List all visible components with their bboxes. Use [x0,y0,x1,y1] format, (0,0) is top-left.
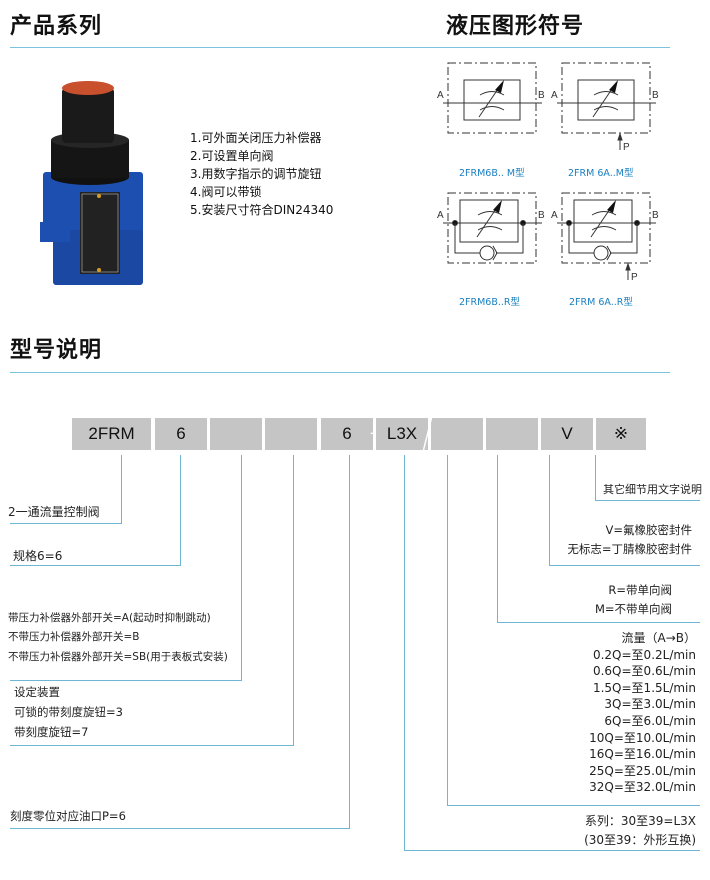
symbol-2frm6b-r [443,192,542,264]
feature-item: 5.安装尺寸符合DIN24340 [190,203,334,217]
feature-list: 1.可外面关闭压力补偿器 2.可设置单向阀 3.用数字指示的调节旋钮 4.阀可以… [190,129,333,219]
code-box-series: L3X [376,418,428,450]
note-setting: 可锁的带刻度旋钮=3 [14,705,123,719]
port-p-label: P [623,142,630,153]
note-type: 2一通流量控制阀 [8,505,100,519]
symbol-caption: 2FRM6B..R型 [459,297,521,308]
port-b-label: B [652,210,659,221]
note-check: M=不带单向阀 [594,602,672,616]
flow-option: 16Q=至16.0L/min [589,747,696,762]
code-separator: - [370,423,376,442]
note-series: 系列：30至39=L3X [584,814,696,828]
symbol-caption: 2FRM6B.. M型 [459,168,525,179]
note-switch: 不带压力补偿器外部开关=B [8,631,140,643]
note-setting: 带刻度旋钮=7 [14,725,89,739]
divider [10,47,670,48]
symbol-caption: 2FRM 6A..M型 [568,168,634,179]
port-a-label: A [551,90,558,101]
code-box-size: 6 [155,418,207,450]
symbol-2frm6a-m [557,62,656,150]
section-title-model: 型号说明 [10,338,103,363]
code-box-zero: 6 [321,418,373,450]
symbol-caption: 2FRM 6A..R型 [569,297,633,308]
feature-item: 1.可外面关闭压力补偿器 [190,131,322,145]
feature-item: 3.用数字指示的调节旋钮 [190,167,322,181]
feature-item: 4.阀可以带锁 [190,185,262,199]
feature-item: 2.可设置单向阀 [190,149,274,163]
port-p-label: P [631,272,638,283]
code-box-seal: V [541,418,593,450]
symbol-2frm6a-r [557,192,656,280]
note-flow: 流量（A→B） 0.2Q=至0.2L/min 0.6Q=至0.6L/min 1.… [589,630,696,796]
symbol-diagrams: A B A B P A B A B P [437,62,659,283]
code-box-switch [210,418,262,450]
code-box-flow [431,418,483,450]
flow-option: 0.6Q=至0.6L/min [592,664,696,679]
note-setting: 设定装置 [14,685,60,699]
port-a-label: A [551,210,558,221]
port-a-label: A [437,210,444,221]
section-title-products: 产品系列 [10,14,103,39]
note-seal: V=氟橡胶密封件 [605,523,692,537]
flow-option: 25Q=至25.0L/min [589,763,696,778]
port-b-label: B [538,210,545,221]
product-photo [40,81,143,285]
note-check: R=带单向阀 [608,583,672,597]
code-box-check [486,418,538,450]
note-switch: 带压力补偿器外部开关=A(起动时抑制跳动) [8,612,211,624]
code-box-setting [265,418,317,450]
slash-divider [422,415,433,453]
flow-option: 6Q=至6.0L/min [604,713,696,728]
port-a-label: A [437,90,444,101]
divider [10,372,670,373]
port-b-label: B [538,90,545,101]
note-other: 其它细节用文字说明 [603,483,702,496]
note-seal: 无标志=丁腈橡胶密封件 [567,542,692,556]
flow-option: 0.2Q=至0.2L/min [592,647,696,662]
code-box-other: ※ [596,418,646,450]
port-b-label: B [652,90,659,101]
note-zero: 刻度零位对应油口P=6 [10,809,126,823]
symbol-2frm6b-m [443,62,542,134]
flow-title: 流量（A→B） [621,631,697,645]
note-series: (30至39：外形互换) [584,833,696,847]
note-size: 规格6=6 [13,549,63,563]
flow-option: 10Q=至10.0L/min [589,730,696,745]
flow-option: 1.5Q=至1.5L/min [592,680,696,695]
flow-option: 3Q=至3.0L/min [604,697,696,712]
code-box-type: 2FRM [72,418,151,450]
note-switch: 不带压力补偿器外部开关=SB(用于表板式安装) [8,651,228,663]
section-title-symbols: 液压图形符号 [446,14,585,39]
flow-option: 32Q=至32.0L/min [589,780,696,795]
